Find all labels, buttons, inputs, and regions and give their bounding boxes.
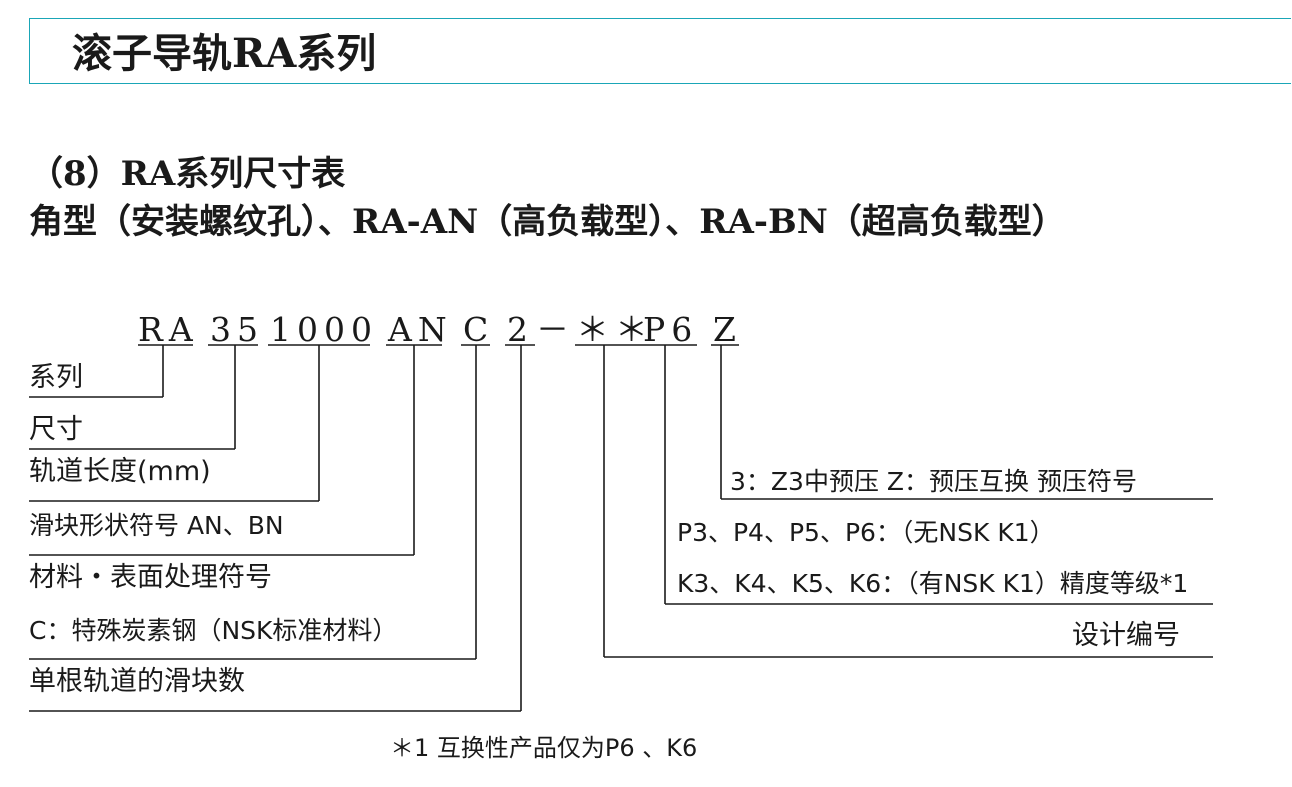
label-accuracy-p: P3、P4、P5、P6：（无NSK K1） [677,518,1055,547]
title-frame [29,18,1291,84]
label-material-c: C：特殊炭素钢（NSK标准材料） [29,616,398,645]
section-heading: （8）RA系列尺寸表 [29,154,346,194]
label-series: 系列 [29,362,83,393]
label-length: 轨道长度(mm) [29,456,211,487]
label-preload: 3：Z3中预压 Z：预压互换 预压符号 [730,467,1137,496]
code-shape: AN [388,310,453,349]
label-accuracy-k: K3、K4、K5、K6：（有NSK K1）精度等级*1 [677,569,1189,598]
label-design: 设计编号 [1072,620,1180,651]
code-dash: － [536,310,575,349]
code-design: ＊＊ [576,310,654,349]
code-count: 2 [507,310,534,349]
label-material: 材料・表面处理符号 [29,562,272,593]
label-size: 尺寸 [29,414,83,445]
code-material: C [463,310,495,349]
code-size: 35 [210,310,264,349]
code-length: 1000 [270,310,378,349]
label-count: 单根轨道的滑块数 [29,666,245,697]
section-subheading: 角型（安装螺纹孔）、RA-AN（高负载型）、RA-BN（超高负载型） [29,202,1066,242]
label-shape: 滑块形状符号 AN、BN [29,511,284,540]
code-series: RA [138,310,199,349]
footnote: ＊1 互换性产品仅为P6 、K6 [390,734,698,762]
page-title: 滚子导轨RA系列 [72,30,377,77]
code-accuracy: P6 [643,310,699,349]
code-preload: Z [713,310,742,349]
